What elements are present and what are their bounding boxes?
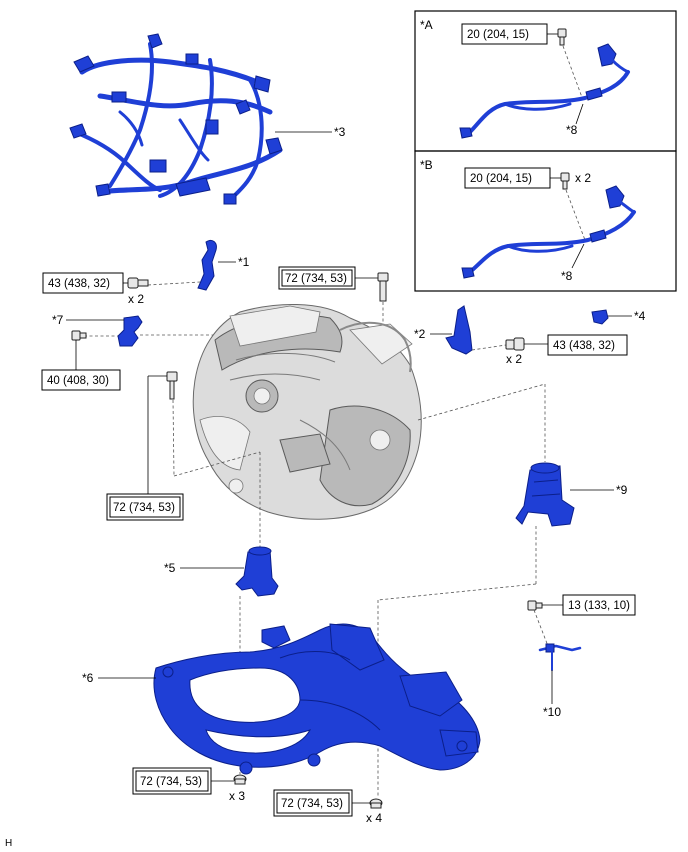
bolt-icon xyxy=(527,600,543,611)
callout-2: *2 xyxy=(414,327,426,341)
bolt-icon xyxy=(127,277,149,289)
torque-top: 72 (734, 53) xyxy=(285,273,347,285)
torque-box-bottom-r xyxy=(273,789,353,817)
callout-4: *4 xyxy=(634,309,646,323)
torque-box-sensor xyxy=(562,594,636,616)
torque-box-mount-r xyxy=(547,334,628,356)
torque-engine: 72 (734, 53) xyxy=(113,502,175,514)
torque-mount-r: 43 (438, 32) xyxy=(553,340,615,352)
inset-a: *A 20 (204, 15) *8 xyxy=(414,10,677,152)
bolt-icon xyxy=(369,798,383,809)
bracket-2 xyxy=(445,305,473,355)
bracket-7 xyxy=(117,315,143,347)
callout-3: *3 xyxy=(334,125,346,139)
torque-mount-l: 43 (438, 32) xyxy=(48,278,110,290)
bolt-icon xyxy=(377,272,389,302)
callout-5: *5 xyxy=(164,561,176,575)
torque-box-engine xyxy=(106,493,184,521)
callout-8-b: *8 xyxy=(561,269,573,283)
height-sensor-10 xyxy=(538,643,582,671)
qty-bottom-r: x 4 xyxy=(366,811,382,825)
torque-inset-a: 20 (204, 15) xyxy=(467,29,529,41)
bolt-icon xyxy=(166,371,178,400)
torque-bottom-r: 72 (734, 53) xyxy=(281,798,343,810)
bolt-icon xyxy=(71,330,87,341)
part-4 xyxy=(591,309,609,325)
torque-left: 40 (408, 30) xyxy=(47,375,109,387)
callout-8-a: *8 xyxy=(566,123,578,137)
bolt-icon xyxy=(560,172,570,190)
bolt-icon xyxy=(557,28,567,46)
torque-bottom-l: 72 (734, 53) xyxy=(140,776,202,788)
qty-inset-b: x 2 xyxy=(575,171,591,185)
bolt-icon xyxy=(233,774,247,785)
engine-transaxle-assembly xyxy=(192,303,422,520)
torque-box-bottom-l xyxy=(132,767,212,795)
wire-harness-a xyxy=(459,43,630,139)
callout-6: *6 xyxy=(82,671,94,685)
wire-harness-b xyxy=(461,185,636,279)
callout-9: *9 xyxy=(616,483,628,497)
torque-sensor: 13 (133, 10) xyxy=(568,600,630,612)
engine-wire-harness xyxy=(69,33,283,205)
illustration-code: H xyxy=(5,838,12,849)
front-suspension-crossmember xyxy=(153,623,481,775)
torque-box-left xyxy=(41,369,121,391)
engine-mount-9 xyxy=(515,462,575,527)
qty-mount-l: x 2 xyxy=(128,292,144,306)
callout-7: *7 xyxy=(52,313,64,327)
bracket-1 xyxy=(197,239,217,291)
inset-b: *B 20 (204, 15) x 2 *8 xyxy=(414,150,677,292)
qty-bottom-l: x 3 xyxy=(229,789,245,803)
inset-a-label: *A xyxy=(420,18,433,32)
inset-b-label: *B xyxy=(420,158,433,172)
torque-inset-b: 20 (204, 15) xyxy=(470,173,532,185)
engine-mount-5 xyxy=(235,546,279,597)
callout-10: *10 xyxy=(543,705,561,719)
callout-1: *1 xyxy=(238,255,250,269)
bolt-icon xyxy=(505,337,525,351)
qty-mount-r: x 2 xyxy=(506,352,522,366)
